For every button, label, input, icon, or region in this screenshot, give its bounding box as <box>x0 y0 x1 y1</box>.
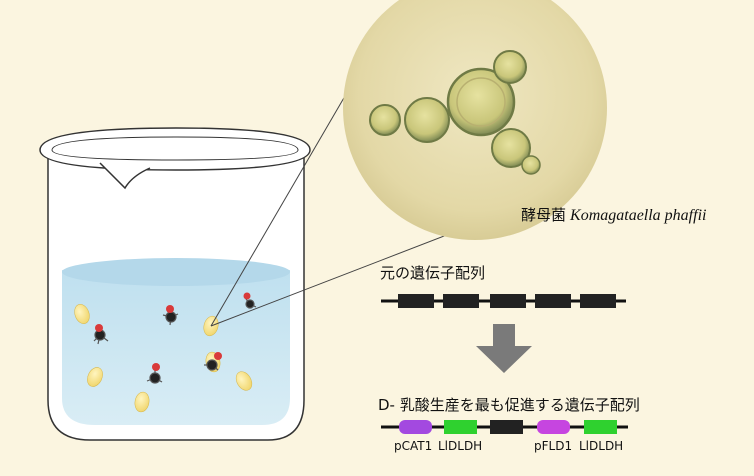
gene-LlDLDH-2 <box>584 420 617 434</box>
gene-LlDLDH-1 <box>444 420 477 434</box>
gene-segment <box>535 294 571 308</box>
yeast-cell-micro <box>494 51 526 83</box>
gene-segment <box>580 294 616 308</box>
label-pFLD1: pFLD1 <box>534 439 572 453</box>
gene-segment <box>490 294 526 308</box>
liquid-surface <box>62 258 290 286</box>
species-scientific: Komagataella phaffii <box>570 207 706 224</box>
label-LlDLDH-2: LlDLDH <box>579 439 623 453</box>
yeast-cell-micro <box>522 156 540 174</box>
engineered-gene-sequence <box>381 420 628 434</box>
original-gene-label: 元の遺伝子配列 <box>380 262 485 283</box>
gene-segment <box>443 294 479 308</box>
species-japanese: 酵母菌 <box>521 206 566 224</box>
yeast-cell-micro <box>405 98 449 142</box>
promoter-pFLD1 <box>537 420 570 434</box>
beaker <box>40 128 310 440</box>
gene-segment <box>398 294 434 308</box>
result-gene-label: D- 乳酸生産を最も促進する遺伝子配列 <box>378 394 640 415</box>
down-arrow <box>476 324 532 373</box>
beaker-liquid <box>62 270 290 425</box>
promoter-pCAT1 <box>399 420 432 434</box>
yeast-cell-micro <box>370 105 400 135</box>
original-gene-sequence <box>381 294 626 308</box>
label-pCAT1: pCAT1 <box>394 439 432 453</box>
label-LlDLDH-1: LlDLDH <box>438 439 482 453</box>
gene-segment <box>490 420 523 434</box>
